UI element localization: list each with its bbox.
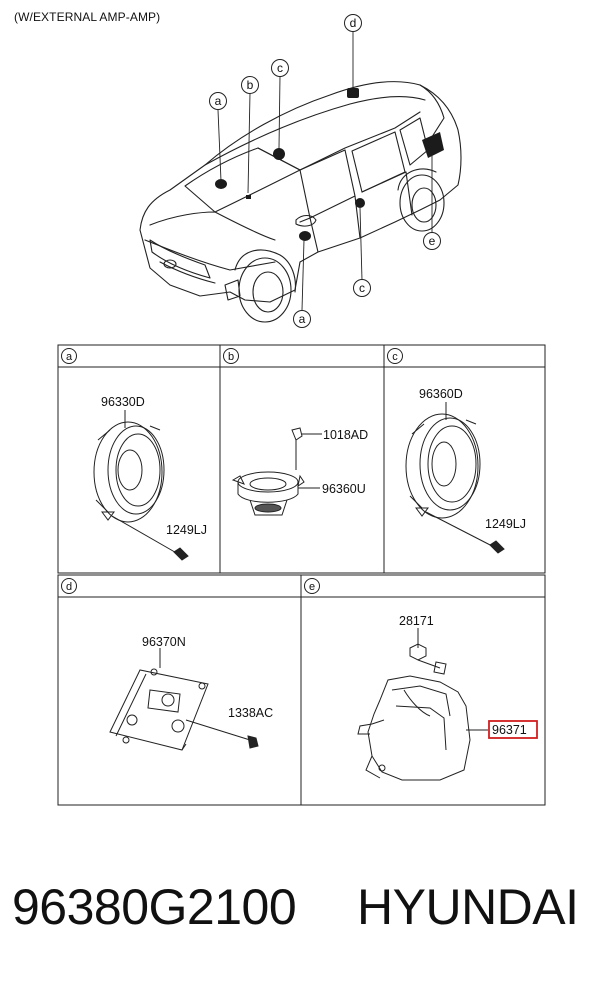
door-speaker-c-drawing (405, 402, 505, 554)
callout-e: e (429, 234, 436, 248)
parts-grid: a b c d e 96330D 1249LJ 1018AD 96360U (57, 344, 546, 806)
part-1249LJ-a: 1249LJ (166, 523, 207, 537)
panel-d-tag: d (66, 581, 72, 593)
footer-part-number: 96380G2100 (12, 879, 297, 935)
variant-caption: (W/EXTERNAL AMP-AMP) (14, 10, 161, 24)
amplifier-drawing (109, 648, 259, 751)
vehicle-illustration: a b c d e a c (139, 14, 462, 328)
part-96370N: 96370N (142, 635, 186, 649)
footer: 96380G2100 HYUNDAI (12, 878, 592, 948)
woofer-enclosure-drawing (357, 628, 488, 781)
part-1249LJ-c: 1249LJ (485, 517, 526, 531)
part-96371: 96371 (492, 723, 527, 737)
part-1018AD: 1018AD (323, 428, 368, 442)
panel-e-tag: e (309, 581, 315, 593)
part-28171: 28171 (399, 614, 434, 628)
door-speaker-a-drawing (93, 410, 189, 561)
panel-c-tag: c (392, 351, 398, 363)
part-96360D: 96360D (419, 387, 463, 401)
part-1338AC: 1338AC (228, 706, 273, 720)
callout-c-top: c (277, 61, 283, 75)
callout-c-bottom: c (359, 281, 365, 295)
callout-a-top-circle (209, 92, 227, 110)
part-96330D: 96330D (101, 395, 145, 409)
part-96360U: 96360U (322, 482, 366, 496)
footer-brand: HYUNDAI (357, 879, 579, 935)
callout-b: b (247, 78, 254, 92)
tweeter-drawing (231, 427, 322, 516)
panel-a-tag: a (66, 351, 73, 363)
callout-d: d (350, 16, 357, 30)
highlighted-part-box (488, 720, 538, 739)
callout-a-bottom: a (299, 312, 306, 326)
panel-b-tag: b (228, 351, 234, 363)
callout-a-top: a (215, 94, 222, 108)
